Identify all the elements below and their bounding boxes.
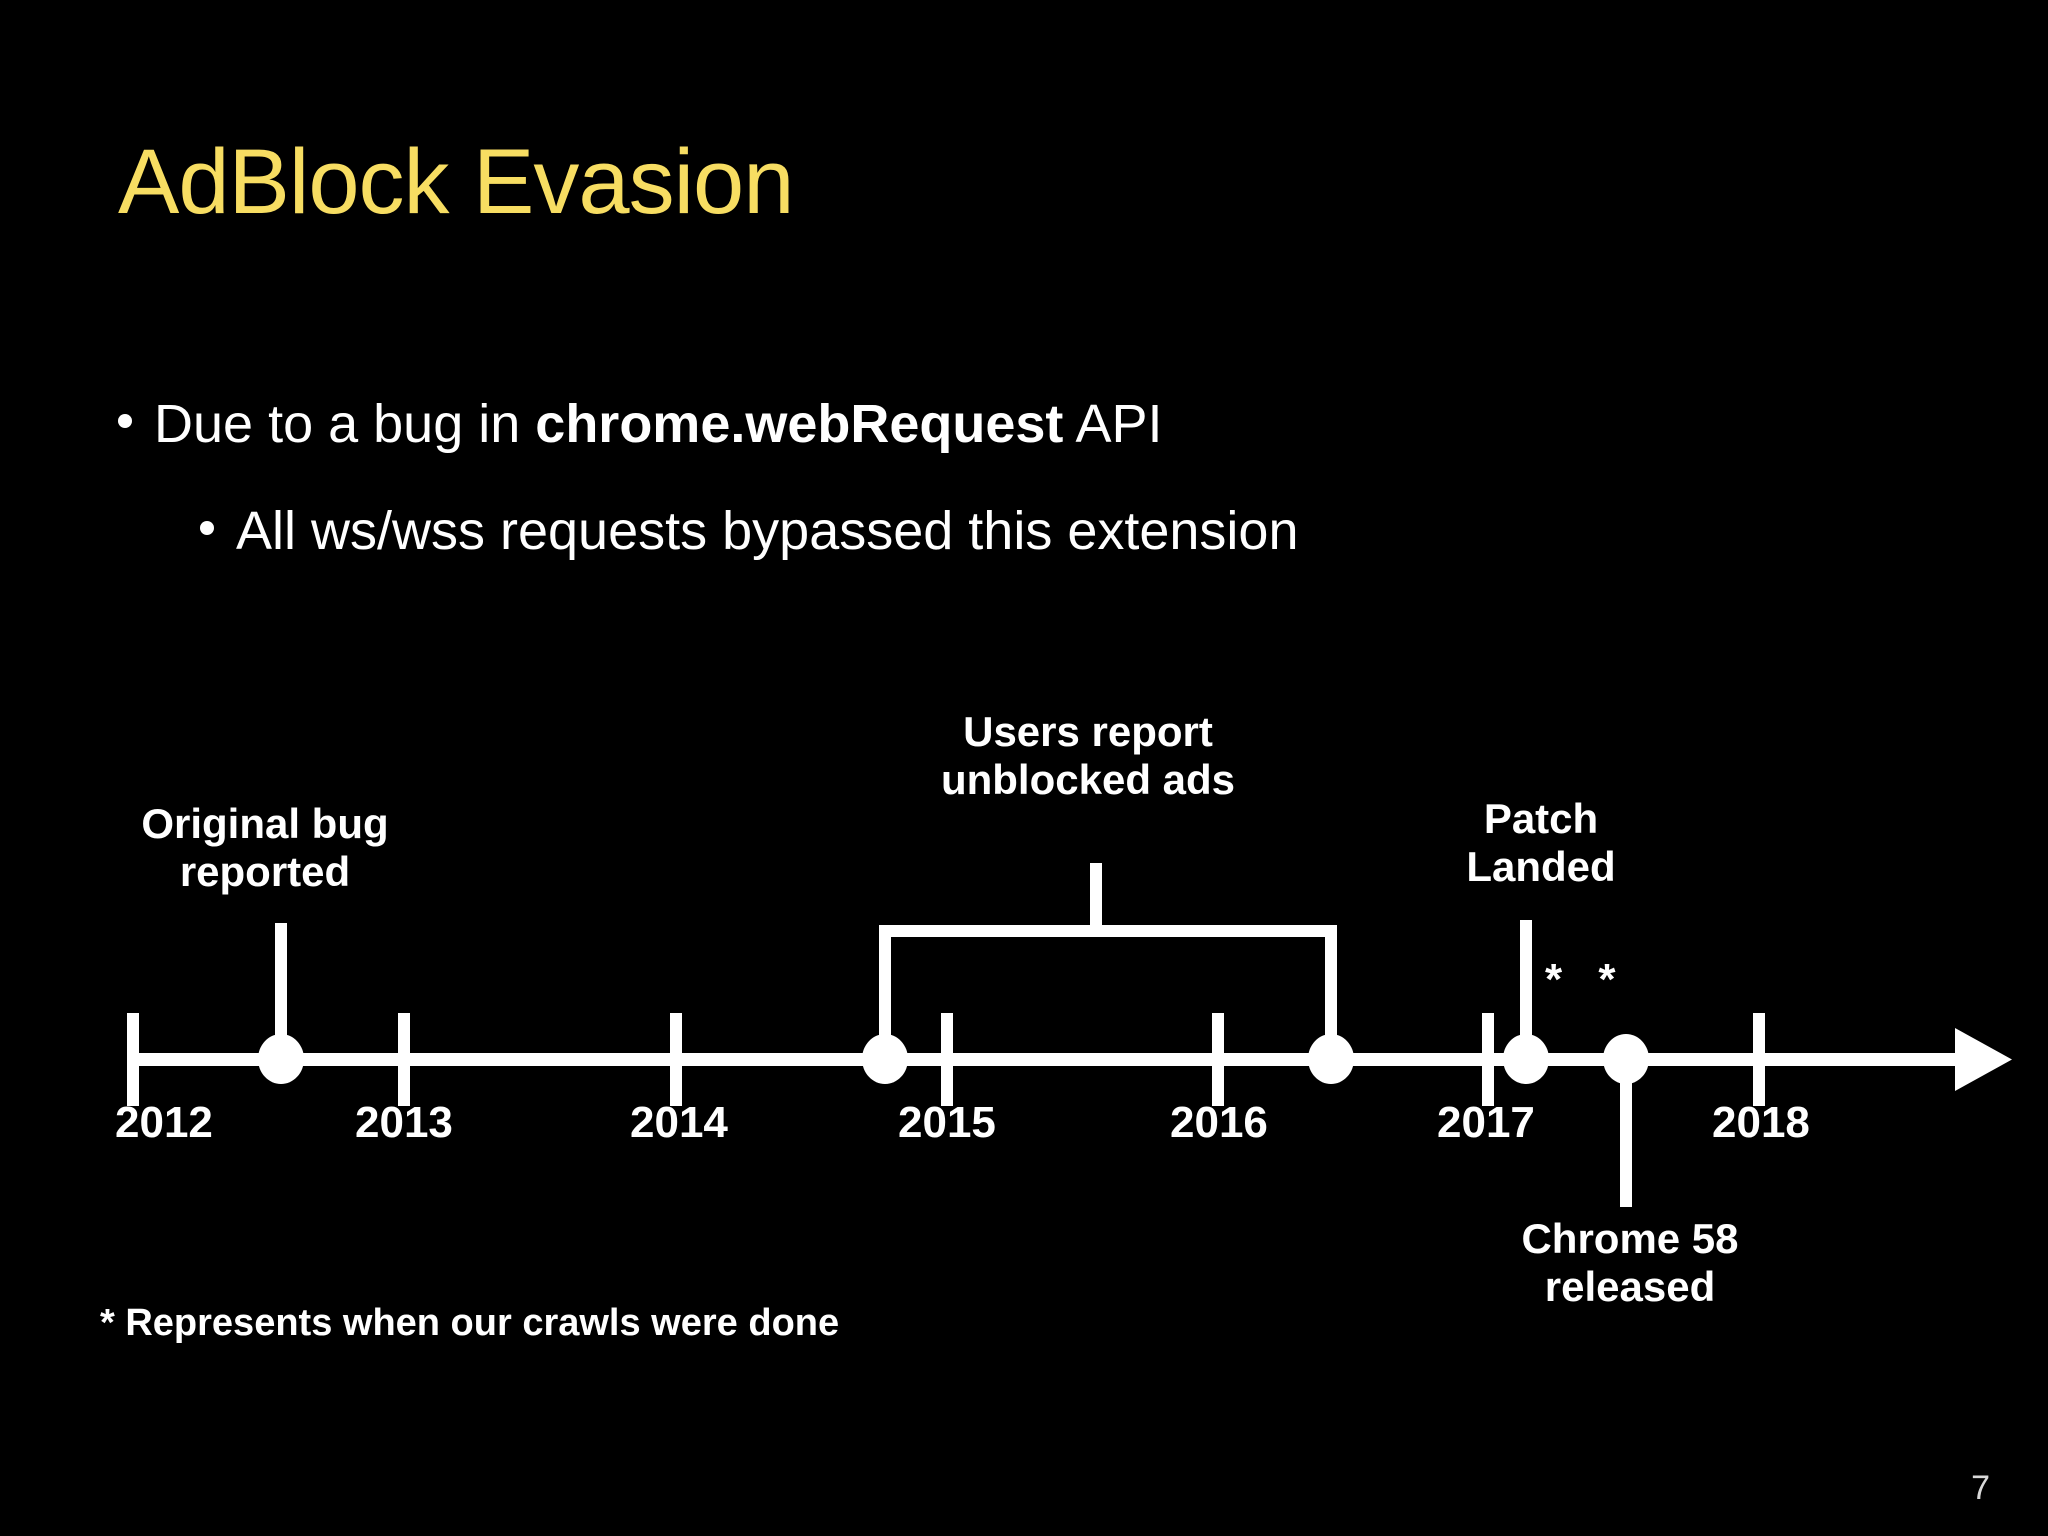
tick-2014: [670, 1013, 682, 1106]
tick-2018: [1753, 1013, 1765, 1106]
event-dot-users-report-start: [862, 1034, 908, 1084]
bullet-dot-icon: [200, 521, 214, 535]
year-label-2015: 2015: [898, 1098, 996, 1147]
bracket-right-users-report: [1325, 925, 1337, 1060]
bullet-item-1-text: Due to a bug in chrome.webRequest API: [154, 393, 1162, 455]
bullet-1-suffix: API: [1063, 394, 1163, 454]
timeline-footnote: * Represents when our crawls were done: [100, 1302, 840, 1344]
bullet-1-bold: chrome.webRequest: [535, 394, 1064, 454]
tick-2012: [127, 1013, 139, 1106]
bracket-left-users-report: [879, 925, 891, 1060]
year-label-2017: 2017: [1437, 1098, 1535, 1147]
event-dot-users-report-end: [1308, 1034, 1354, 1084]
tick-2016: [1212, 1013, 1224, 1106]
stem-chrome58: [1620, 1059, 1632, 1207]
crawl-asterisk-markers: * *: [1545, 955, 1628, 1004]
event-dot-chrome58: [1603, 1034, 1649, 1084]
tick-2017: [1482, 1013, 1494, 1106]
event-dot-original-bug: [258, 1034, 304, 1084]
year-label-2014: 2014: [630, 1098, 728, 1147]
year-label-2012: 2012: [115, 1098, 213, 1147]
bullet-1-prefix: Due to a bug in: [154, 394, 536, 454]
bullet-item-2-text: All ws/wss requests bypassed this extens…: [236, 501, 1299, 561]
year-label-2018: 2018: [1712, 1098, 1810, 1147]
timeline-axis-line: [133, 1053, 1983, 1066]
timeline-label-patch-landed: Patch Landed: [1466, 795, 1616, 891]
year-label-2013: 2013: [355, 1098, 453, 1147]
tick-2015: [941, 1013, 953, 1106]
timeline-label-original-bug: Original bug reported: [141, 800, 389, 896]
event-dot-patch-landed: [1503, 1034, 1549, 1084]
bullet-dot-icon: [118, 414, 132, 428]
timeline-label-chrome58: Chrome 58 released: [1521, 1215, 1739, 1311]
stem-original-bug: [275, 923, 287, 1058]
page-title: AdBlock Evasion: [118, 131, 794, 233]
bullet-item-1: Due to a bug in chrome.webRequest API: [118, 393, 1162, 455]
year-label-2016: 2016: [1170, 1098, 1268, 1147]
stem-users-report: [1090, 863, 1102, 931]
timeline-arrow-icon: [1955, 1028, 2012, 1091]
stem-patch-landed: [1520, 920, 1532, 1060]
tick-2013: [398, 1013, 410, 1106]
page-number: 7: [1971, 1469, 1990, 1507]
timeline-label-users-report: Users report unblocked ads: [940, 708, 1236, 804]
bracket-top-users-report: [879, 925, 1337, 937]
bullet-item-2: All ws/wss requests bypassed this extens…: [200, 500, 1299, 562]
